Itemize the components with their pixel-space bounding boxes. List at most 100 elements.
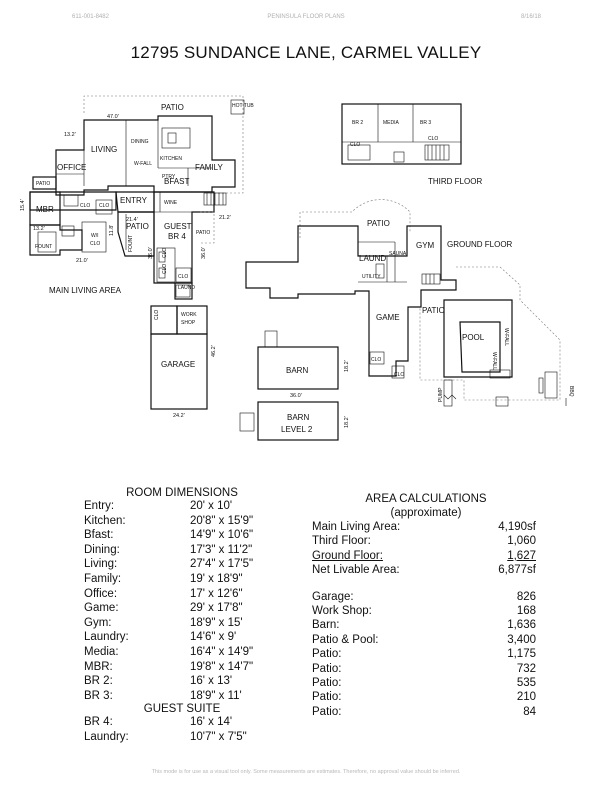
table-row: Bfast: 14'9" x 10'6" [82, 528, 292, 543]
table-row: BR 3:18'9" x 11' [82, 689, 292, 704]
dimension-label: 13.2' [64, 132, 76, 138]
table-row: Dining:17'3" x 11'2" [82, 543, 292, 558]
room-label-dining: DINING [131, 139, 149, 145]
dimension-label: 24.2' [173, 413, 185, 419]
area-name: Patio: [312, 676, 342, 689]
room-name: Family: [84, 572, 122, 585]
room-label-pump: PUMP [438, 387, 444, 402]
room-label-barn: BARN [286, 366, 308, 375]
room-label-patio: PATIO [126, 222, 149, 231]
table-row: Ground Floor:1,627 [310, 549, 536, 563]
room-label-entry: ENTRY [120, 196, 148, 205]
room-size: 14'6" x 9' [190, 631, 237, 644]
table-row: Patio:84 [310, 705, 536, 719]
barn-plan [239, 330, 339, 441]
room-label-mbr: MBR [36, 205, 54, 214]
room-size: 16'4" x 14'9" [190, 645, 254, 658]
room-name: Entry: [84, 500, 115, 512]
dimension-label: 21.0' [76, 258, 88, 264]
room-label-shop: SHOP [181, 320, 196, 326]
room-label-clo: CLO [162, 264, 168, 274]
area-name: Ground Floor: [312, 549, 383, 562]
room-label-clo: CLO [371, 357, 381, 363]
room-label-laund: LAUND [359, 254, 386, 263]
table-row: Main Living Area:4,190sf [310, 520, 536, 534]
main-living-area-plan [29, 95, 245, 410]
dimension-label: 11.8' [109, 225, 115, 236]
area-name: Patio & Pool: [312, 633, 379, 646]
room-size: 16' x 13' [190, 675, 233, 688]
room-label-kitchen: KITCHEN [160, 156, 182, 162]
room-size: 10'7" x 7'5" [190, 730, 247, 743]
room-label-game: GAME [376, 313, 400, 322]
table-row: Kitchen:20'8" x 15'9" [82, 514, 292, 529]
area-value: 535 [516, 676, 536, 689]
room-label-fount: FOUNT [35, 244, 52, 250]
room-label-w-fall: W-FALL [503, 328, 509, 346]
table-row: Family: 19' x 18'9" [82, 572, 292, 587]
room-label-office: OFFICE [57, 163, 86, 172]
room-label-laund: LAUND [178, 285, 195, 291]
table-row: Barn: 1,636 [310, 618, 536, 632]
room-size: 14'9" x 10'6" [190, 529, 254, 542]
table-row: Patio:210 [310, 690, 536, 704]
room-label-guest: GUEST [164, 222, 192, 231]
area-value: 6,877sf [498, 564, 536, 577]
room-size: 18'9" x 15' [190, 616, 243, 629]
room-label-wi: W/I [91, 233, 99, 239]
table-row: Laundry:14'6" x 9' [82, 630, 292, 645]
area-value: 3,400 [507, 633, 536, 646]
room-size: 19' x 18'9" [190, 572, 243, 585]
area-value: 168 [516, 604, 536, 617]
table-row: Garage:826 [310, 590, 536, 604]
area-value: 826 [516, 590, 536, 603]
room-name: BR 2: [84, 675, 113, 688]
dimension-label: 21.4' [126, 217, 138, 223]
room-label-utility: UTILITY [362, 274, 381, 280]
dimension-label: 18.2' [344, 360, 350, 372]
ground-floor-plan [245, 199, 567, 407]
table-row: Patio: 535 [310, 676, 536, 690]
room-label-pantry: PTRY [162, 174, 176, 180]
area-value: 1,636 [507, 619, 536, 632]
room-label-hot-tub: HOT TUB [232, 103, 254, 109]
area-calculations-heading: AREA CALCULATIONS [365, 493, 487, 505]
room-name: Bfast: [84, 529, 114, 542]
room-label-clo: CLO [428, 136, 438, 142]
room-size: 29' x 17'8" [190, 602, 243, 615]
room-size: 27'4" x 17'5" [190, 558, 254, 571]
table-spacer [310, 578, 536, 590]
room-size: 17' x 12'6" [190, 587, 243, 600]
area-value: 732 [516, 662, 536, 675]
room-label-sauna: SAUNA [389, 251, 407, 257]
table-row: Office:17' x 12'6" [82, 587, 292, 602]
table-row: Laundry:10'7" x 7'5" [82, 730, 292, 745]
room-label-br2: BR 2 [352, 120, 363, 126]
section-label-third-floor: THIRD FLOOR [428, 177, 482, 186]
room-name: Kitchen: [84, 514, 126, 527]
third-floor-plan [341, 103, 462, 165]
dimension-label: 21.2' [219, 215, 231, 221]
area-value: 1,175 [507, 648, 536, 661]
dimension-label: 36.0' [290, 393, 302, 399]
room-label-patio: PATIO [196, 230, 210, 236]
table-row: Gym:18'9" x 15' [82, 616, 292, 631]
area-name: Barn: [312, 619, 340, 632]
table-row: Patio & Pool: 3,400 [310, 633, 536, 647]
area-value: 84 [523, 705, 536, 718]
area-value: 210 [516, 691, 536, 704]
room-label-clo: CLO [99, 203, 109, 209]
table-row: Third Floor:1,060 [310, 534, 536, 548]
dimension-label: 47.0' [107, 114, 119, 120]
area-name: Third Floor: [312, 535, 371, 548]
dimension-label: 36.0' [148, 247, 154, 259]
room-label-wine: WINE [164, 200, 178, 206]
area-calculations-table: AREA CALCULATIONS (approximate) Main Liv… [310, 492, 536, 719]
section-label-main-living-area: MAIN LIVING AREA [49, 286, 122, 295]
table-row: Patio:1,175 [310, 647, 536, 661]
room-name: Dining: [84, 543, 120, 556]
room-label-br4: BR 4 [168, 232, 186, 241]
room-label-work: WORK [181, 312, 197, 318]
room-label-br3: BR 3 [420, 120, 431, 126]
header-company: PENINSULA FLOOR PLANS [267, 14, 345, 20]
